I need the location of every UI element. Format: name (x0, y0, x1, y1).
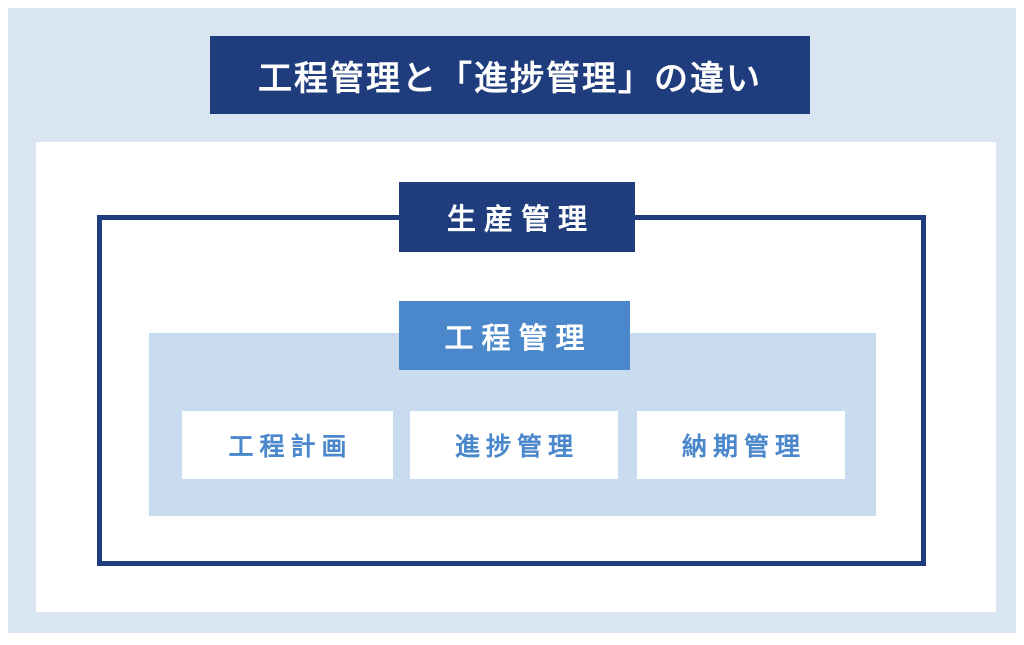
node-process-planning: 工程計画 (182, 411, 393, 479)
node-progress-management: 進捗管理 (410, 411, 618, 479)
page-title: 工程管理と「進捗管理」の違い (258, 58, 762, 99)
node-production-management: 生産管理 (399, 182, 635, 252)
node-process-management: 工程管理 (399, 301, 630, 370)
title-banner: 工程管理と「進捗管理」の違い (210, 36, 810, 114)
node-delivery-management: 納期管理 (637, 411, 845, 479)
